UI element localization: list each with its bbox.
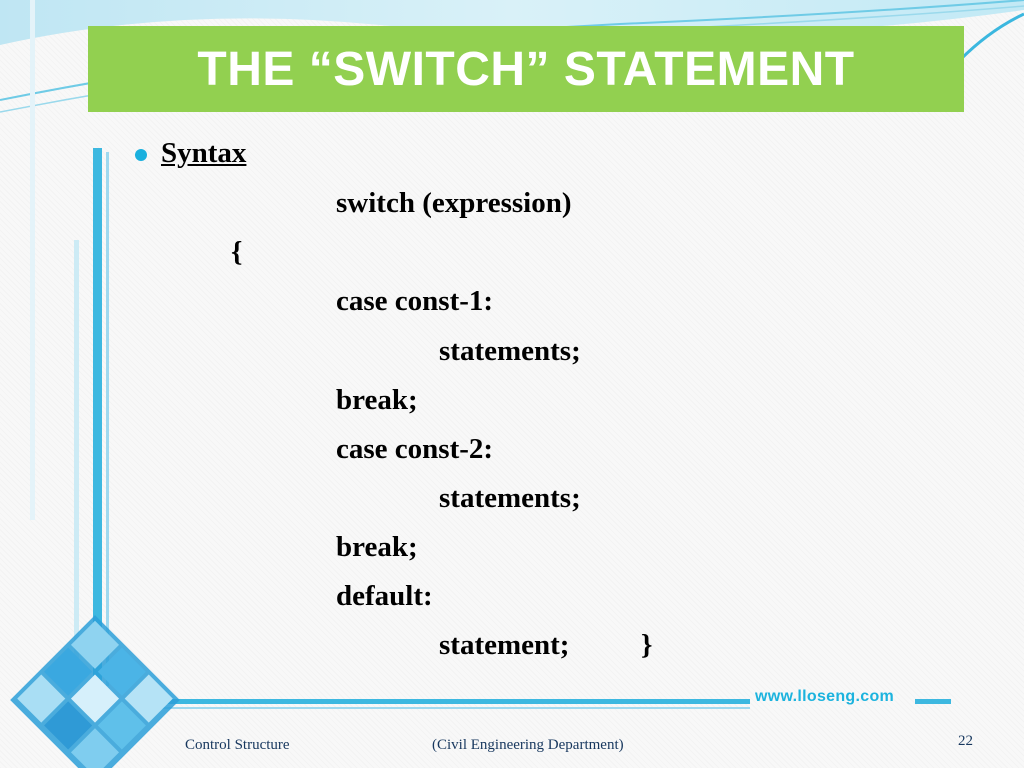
- code-line-statements-1: statements;: [439, 335, 581, 367]
- slide-title: THE “SWITCH” STATEMENT: [197, 42, 855, 96]
- syntax-heading: Syntax: [161, 137, 247, 169]
- code-line-open-brace: {: [231, 236, 243, 268]
- bullet-dot-icon: [135, 149, 147, 161]
- code-line-default: default:: [336, 580, 433, 612]
- page-number: 22: [958, 733, 973, 749]
- footer-left-text: Control Structure: [185, 737, 290, 753]
- code-line-break-2: break;: [336, 531, 418, 563]
- code-line-close-brace: }: [641, 629, 653, 661]
- code-line-statement: statement;: [439, 629, 570, 661]
- code-line-switch: switch (expression): [336, 187, 572, 219]
- footer-center-text: (Civil Engineering Department): [432, 737, 624, 753]
- footer-url: www.lloseng.com: [755, 688, 895, 705]
- code-line-break-1: break;: [336, 384, 418, 416]
- tile-mosaic-icon: [10, 615, 180, 768]
- code-line-case-2: case const-2:: [336, 433, 494, 465]
- title-band: THE “SWITCH” STATEMENT: [88, 26, 964, 112]
- code-line-statements-2: statements;: [439, 482, 581, 514]
- code-line-case-1: case const-1:: [336, 285, 494, 317]
